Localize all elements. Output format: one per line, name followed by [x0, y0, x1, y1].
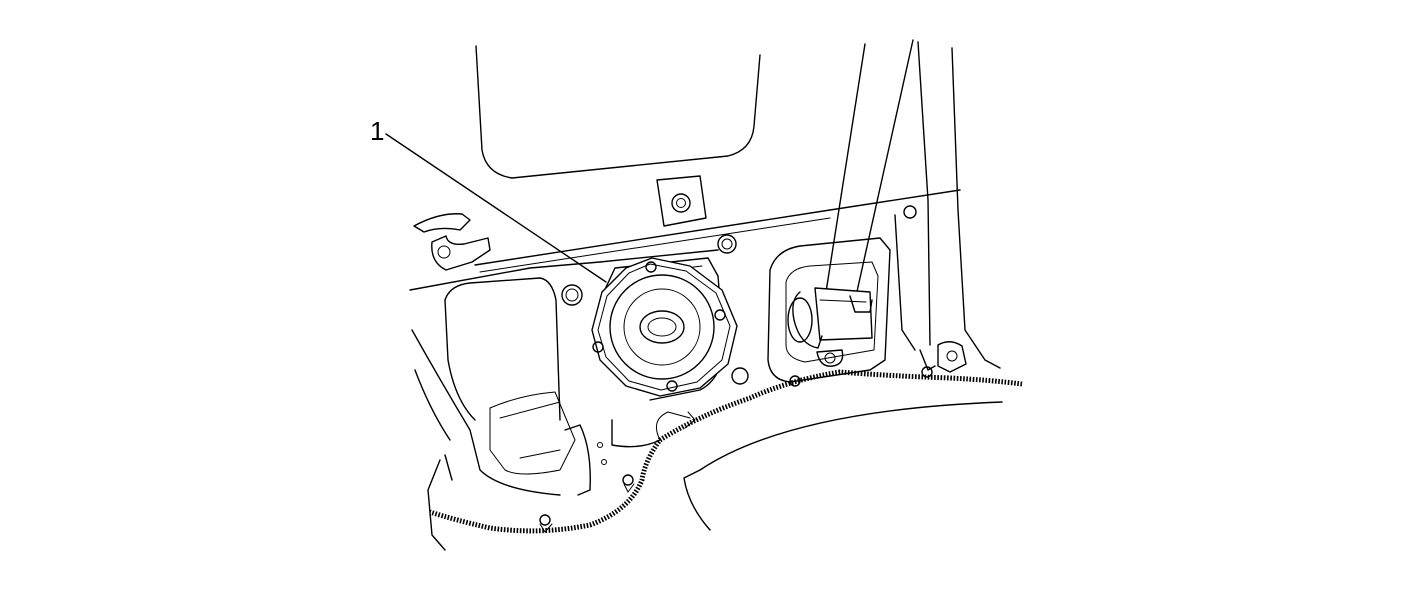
mounting-holes — [561, 205, 917, 387]
callout-1-leader — [385, 133, 607, 283]
upper-trim-edge — [409, 189, 961, 291]
rear-speaker — [591, 257, 738, 397]
garnish-clip — [656, 175, 707, 227]
quarter-window-opening — [475, 45, 761, 179]
wiring-harness — [429, 366, 1023, 534]
quarter-inner-panel — [411, 277, 661, 496]
trim-hook — [413, 213, 491, 271]
wheelhouse-opening — [683, 401, 1003, 531]
c-pillar-trim — [894, 41, 1001, 373]
seat-belt — [787, 39, 914, 367]
callout-1-label: 1 — [370, 116, 384, 146]
callout-1: 1 — [370, 116, 607, 283]
lower-trim-skirt — [427, 454, 453, 551]
retractor-pocket — [767, 237, 891, 383]
